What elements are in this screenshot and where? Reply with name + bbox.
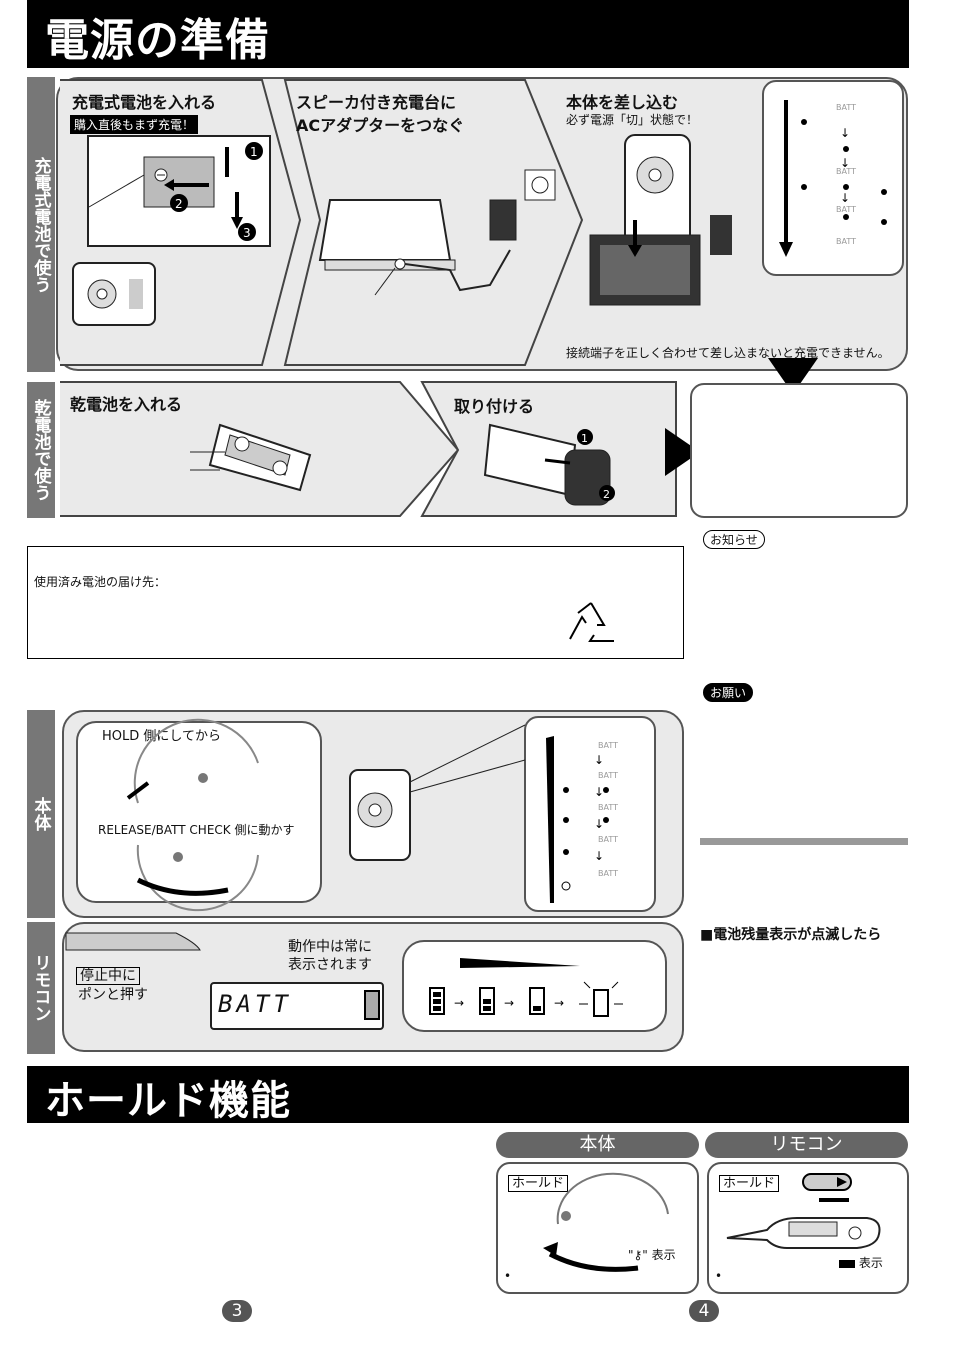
remote-stopped-label: 停止中に [76, 965, 140, 985]
svg-text:3: 3 [243, 226, 251, 240]
recycle-icon [569, 602, 614, 642]
svg-text:2: 2 [603, 488, 610, 501]
notice-divider [700, 838, 908, 845]
charge-step3-title: 本体を差し込む [566, 93, 679, 112]
svg-text:→: → [454, 996, 464, 1010]
player-illustration-small [72, 262, 156, 326]
svg-text:↓: ↓ [840, 156, 850, 170]
svg-text:↓: ↓ [594, 817, 604, 831]
main-indicator-sequence: BATT BATT BATT BATT BATT ↓ ↓ ↓ ↓ [546, 736, 618, 903]
svg-text:BATT: BATT [598, 835, 618, 844]
dry-result-panel [690, 383, 908, 518]
hold-remote-switch-illustration [802, 1173, 852, 1202]
charge-step3-note: 必ず電源「切」状態で！ [566, 113, 699, 127]
hold-main-header: 本体 [496, 1132, 699, 1158]
main-unit-illustration [349, 769, 411, 861]
svg-text:→: → [504, 996, 514, 1010]
connector-warning: 接続端子を正しく合わせて差し込まないと充電できません。 [566, 346, 890, 360]
insert-player-illustration [589, 134, 732, 306]
charge-step2-title-2: ACアダプターをつなぐ [296, 116, 465, 135]
side-tab-rechargeable: 充電式電池で使う [27, 77, 55, 372]
lcd-battery-icon [364, 990, 380, 1020]
power-section-title-bar: 電源の準備 [27, 0, 909, 68]
charge-step2-title-1: スピーカ付き充電台に [296, 93, 457, 112]
depletion-wedge [460, 958, 580, 968]
dry-step1-title: 乾電池を入れる [70, 395, 183, 414]
battery-level-sequence-panel: → → → [402, 940, 667, 1032]
battery-insert-icon: 1 2 3 [88, 142, 263, 241]
svg-text:↓: ↓ [594, 785, 604, 799]
recycle-box: 使用済み電池の届け先： [27, 546, 684, 659]
battery-door-illustration: 1 2 3 [87, 135, 271, 247]
oshirase-badge: お知らせ [703, 530, 765, 549]
batt-label: BATT [836, 103, 856, 112]
charge-step1-note: 購入直後もまず充電！ [70, 115, 199, 134]
hold-side-text: HOLD 側にしてから [102, 729, 222, 744]
hold-main-key-display: "⚷" 表示 [628, 1248, 676, 1262]
key-icon: "⚷" [628, 1248, 648, 1262]
always-text-2: 表示されます [288, 957, 372, 973]
indicator-callout-lines [409, 724, 526, 793]
release-side-text: RELEASE/BATT CHECK 側に動かす [98, 823, 295, 837]
down-arrow-triangle [768, 358, 818, 394]
svg-text:BATT: BATT [836, 237, 856, 246]
side-tab-main-unit: 本体 [27, 710, 55, 918]
hold-main-panel: ホールド "⚷" 表示 • [496, 1162, 699, 1294]
charger-cradle-illustration [318, 169, 556, 296]
remote-button-illustration [65, 932, 201, 951]
hold-remote-header: リモコン [705, 1132, 908, 1158]
release-switch-illustration [136, 844, 259, 912]
svg-text:↓: ↓ [840, 191, 850, 205]
remote-body-illustration [726, 1217, 881, 1249]
recycle-label: 使用済み電池の届け先： [34, 575, 167, 589]
charge-step1-title: 充電式電池を入れる [72, 93, 217, 112]
side-tab-remote: リモコン [27, 922, 55, 1054]
main-indicator-panel: BATT BATT BATT BATT BATT ↓ ↓ ↓ ↓ [524, 716, 656, 912]
svg-text:BATT: BATT [598, 869, 618, 878]
svg-text:BATT: BATT [598, 803, 618, 812]
svg-text:BATT: BATT [598, 771, 618, 780]
svg-text:1: 1 [250, 145, 258, 159]
blink-heading: ■電池残量表示が点滅したら [700, 927, 882, 943]
page-number-right: 4 [689, 1300, 719, 1322]
hold-remote-bullet: • [715, 1269, 723, 1283]
hold-switch-illustration [126, 718, 259, 804]
remote-lcd: BATT [210, 982, 384, 1030]
hold-section-title-bar: ホールド機能 [27, 1066, 909, 1124]
remote-press-text: ポンと押す [78, 987, 148, 1003]
hold-main-bullet: • [504, 1269, 512, 1283]
svg-text:1: 1 [581, 432, 588, 445]
charge-indicator-sequence: BATT BATT BATT BATT ↓ ↓ ↓ [779, 100, 887, 257]
lock-icon [839, 1259, 855, 1268]
hold-release-panel: HOLD 側にしてから RELEASE/BATT CHECK 側に動かす [76, 718, 322, 912]
svg-text:↓: ↓ [594, 849, 604, 863]
dry-step2-title: 取り付ける [454, 397, 535, 416]
hold-section-title: ホールド機能 [45, 1078, 291, 1124]
page-number-left: 3 [222, 1300, 252, 1322]
svg-text:↓: ↓ [594, 753, 604, 767]
remote-lcd-text: BATT [218, 990, 292, 1018]
hold-remote-lock-display: 表示 [839, 1254, 883, 1271]
hold-remote-label: ホールド [719, 1172, 780, 1192]
always-text-1: 動作中は常に [288, 939, 372, 955]
svg-text:BATT: BATT [598, 741, 618, 750]
charge-indicator-panel: BATT BATT BATT BATT ↓ ↓ ↓ [762, 80, 904, 276]
svg-text:BATT: BATT [836, 205, 856, 214]
svg-text:2: 2 [175, 197, 183, 211]
side-tab-dry: 乾電池で使う [27, 382, 55, 518]
hold-remote-panel: ホールド 表示 • [707, 1162, 909, 1294]
attach-case-illustration: 1 2 [483, 423, 615, 506]
hold-main-label: ホールド [508, 1172, 569, 1192]
svg-text:↓: ↓ [840, 126, 850, 140]
svg-text:→: → [554, 996, 564, 1010]
dry-battery-case-illustration [190, 423, 312, 492]
power-section-title: 電源の準備 [45, 15, 270, 66]
svg-text:BATT: BATT [836, 167, 856, 176]
battery-level-icons: → → → [429, 981, 623, 1017]
hold-main-switch-illustration [543, 1172, 669, 1272]
onegai-badge: お願い [703, 683, 754, 702]
